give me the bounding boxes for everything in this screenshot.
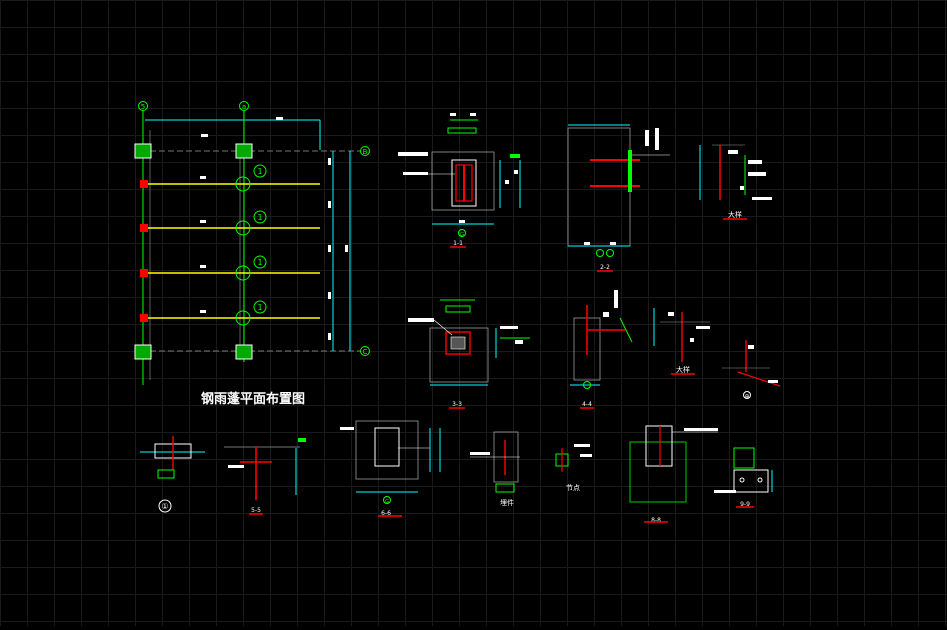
svg-text:⊕: ⊕ <box>744 393 749 400</box>
detail-joint: 节点 <box>555 444 592 492</box>
detail-section-4: 4-4 <box>570 290 633 409</box>
steel-column <box>235 143 253 159</box>
detail-node-1: ① <box>140 436 205 513</box>
axis-bubble <box>360 346 370 356</box>
plan-view: 5 a B C <box>134 101 370 407</box>
beam-mark <box>253 210 267 224</box>
steel-column <box>134 344 152 360</box>
detail-embedded-plate: 埋件 <box>470 431 520 507</box>
beam-mark <box>253 164 267 178</box>
detail-anchor: ⊕ <box>722 340 781 400</box>
axis-bubble <box>239 101 249 111</box>
svg-text:埋件: 埋件 <box>500 498 514 507</box>
detail-section-5: 5-5 <box>224 438 306 515</box>
large-scale-detail-1: 大样 <box>699 144 772 220</box>
axis-bubble <box>360 146 370 156</box>
svg-text:1: 1 <box>257 303 262 312</box>
detail-section-2: 2-2 <box>567 124 670 272</box>
plan-title: 钢雨蓬平面布置图 <box>201 391 305 407</box>
svg-text:1-1: 1-1 <box>453 240 463 247</box>
svg-text:1: 1 <box>257 167 262 176</box>
svg-text:6-6: 6-6 <box>381 510 391 517</box>
svg-text:G: G <box>385 499 389 505</box>
svg-text:大样: 大样 <box>676 365 690 374</box>
svg-text:2-2: 2-2 <box>600 264 610 271</box>
svg-text:4-4: 4-4 <box>582 401 592 408</box>
svg-text:大样: 大样 <box>728 210 742 219</box>
detail-section-3: 3-3 <box>408 299 530 409</box>
steel-column <box>235 344 253 360</box>
detail-section-6: G 6-6 <box>340 420 441 517</box>
svg-text:1: 1 <box>257 258 262 267</box>
svg-text:1: 1 <box>257 213 262 222</box>
large-scale-detail-2: 大样 <box>653 308 710 375</box>
svg-text:8-8: 8-8 <box>651 517 661 524</box>
axis-label: a <box>242 103 246 111</box>
axis-label: C <box>363 348 368 356</box>
detail-section-8: 8-8 <box>629 425 718 524</box>
detail-section-9: 9-9 <box>714 447 773 508</box>
svg-text:9-9: 9-9 <box>740 501 750 508</box>
cantilever-beams <box>140 176 320 326</box>
svg-text:节点: 节点 <box>566 484 580 492</box>
beam-mark <box>253 300 267 314</box>
svg-text:3-3: 3-3 <box>452 401 462 408</box>
svg-text:①: ① <box>161 502 168 511</box>
beam-mark <box>253 255 267 269</box>
svg-text:G: G <box>460 232 464 238</box>
svg-text:5-5: 5-5 <box>251 507 261 514</box>
axis-label: B <box>363 148 368 156</box>
axis-label: 5 <box>141 103 145 111</box>
axis-bubble <box>138 101 148 111</box>
detail-section-1: G 1-1 <box>398 113 521 248</box>
steel-column <box>134 143 152 159</box>
